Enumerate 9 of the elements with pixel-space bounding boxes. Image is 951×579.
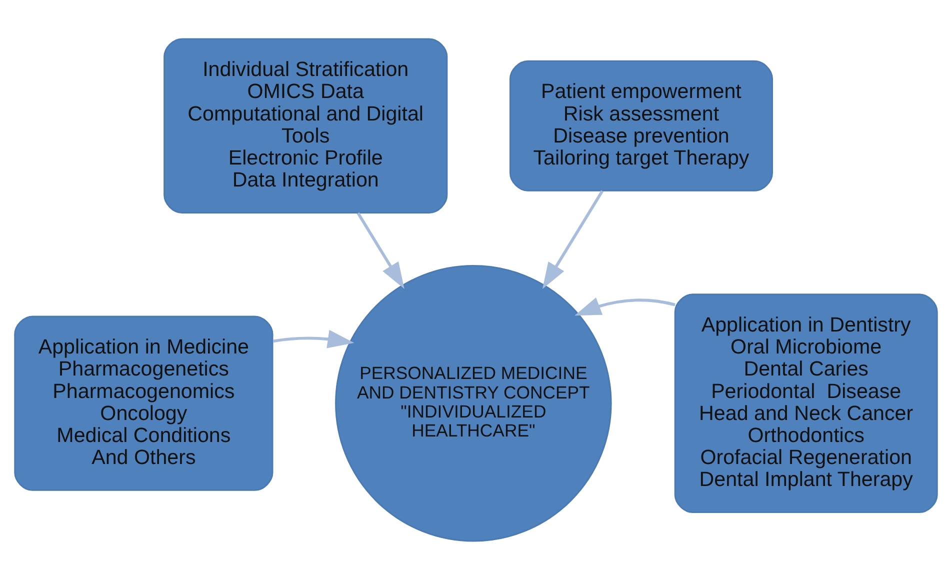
node-box: Patient empowerment Risk assessment Disease prevention Tailoring target Therapy: [509, 60, 772, 191]
node-box: Application in Dentistry Oral Microbiome Dental Caries Periodontal Disease Head and Neck Cancer Orthodontics Orofacial Regeneration Dental Implant Therapy: [674, 293, 938, 512]
node-box: Application in Medicine Pharmacogenetics Pharmacogenomics Oncology Medical Conditions And Others: [14, 315, 273, 490]
arrow: [356, 212, 404, 288]
node-circle: PERSONALIZED MEDICINE AND DENTISTRY CONCEPT "INDIVIDUALIZED HEALTHCARE": [334, 264, 612, 542]
node-box: Individual Stratification OMICS Data Computational and Digital Tools Electronic Profile Data Integration: [163, 38, 448, 213]
arrow: [542, 190, 604, 288]
arrow: [574, 296, 675, 316]
arrow: [272, 329, 354, 348]
